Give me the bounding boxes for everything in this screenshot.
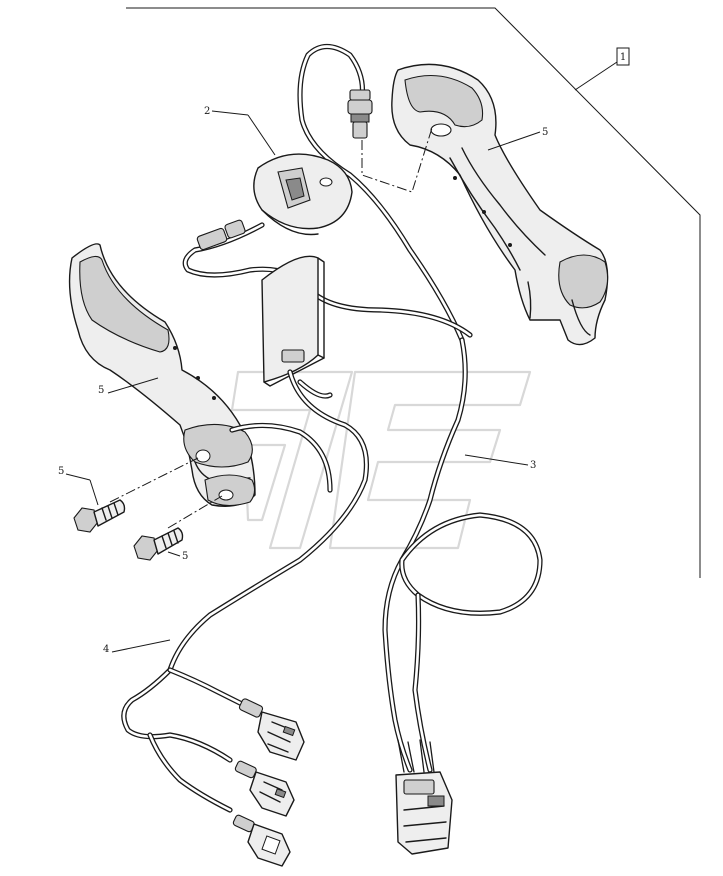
right-grip-housing <box>391 63 609 346</box>
svg-text:5: 5 <box>98 385 104 396</box>
watermark-logo <box>230 370 532 550</box>
callout-bolt-lower: 5 <box>167 551 188 562</box>
connector-right <box>395 771 453 855</box>
callout-bolt-upper: 5 <box>58 466 99 506</box>
alignment-line-bolt-lower <box>167 495 223 529</box>
connector-left-lower <box>232 814 291 867</box>
svg-text:5: 5 <box>58 466 64 477</box>
callout-harness-right: 3 <box>464 454 536 471</box>
wiring-harness-left <box>121 369 370 813</box>
switch-cable <box>297 43 465 343</box>
switch-connector <box>182 219 473 338</box>
callout-switch: 2 <box>204 106 276 156</box>
alignment-line-switch <box>361 127 433 193</box>
callout-grip-right: 5 <box>487 127 548 151</box>
connector-left-upper <box>238 698 305 761</box>
group-frame-outline <box>126 7 701 578</box>
svg-text:5: 5 <box>182 551 188 562</box>
alignment-line-bolt-upper <box>109 457 199 503</box>
switch-plate <box>253 153 353 236</box>
svg-text:2: 2 <box>204 106 210 117</box>
bolt-lower <box>133 527 184 561</box>
svg-text:3: 3 <box>530 460 536 471</box>
connector-left-middle <box>234 760 295 817</box>
bolt-upper <box>73 499 126 533</box>
svg-text:4: 4 <box>103 644 109 655</box>
circuit-board-module <box>261 255 325 387</box>
left-grip-housing <box>68 243 256 507</box>
callout-harness-left: 4 <box>103 639 171 655</box>
svg-text:5: 5 <box>542 127 548 138</box>
wiring-harness-right <box>382 337 543 773</box>
callout-grip-left: 5 <box>98 377 159 396</box>
callout-ref-box: 1 <box>574 47 630 91</box>
svg-text:1: 1 <box>620 52 626 63</box>
